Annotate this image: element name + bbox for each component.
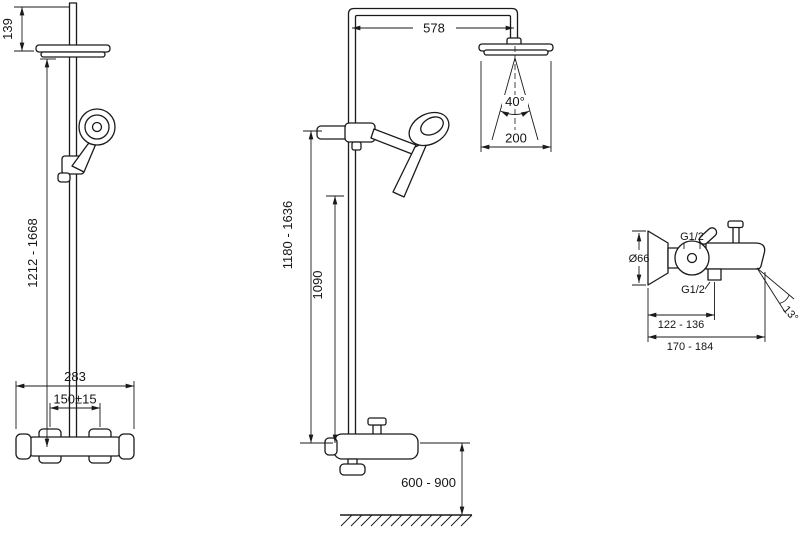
valve-knob-left <box>15 433 32 460</box>
dim-label-wall-depth-max: 170 - 184 <box>667 341 713 353</box>
dim-label-inlet-spacing: 150±15 <box>53 392 96 407</box>
valve-body-side <box>333 433 419 460</box>
dim-riser-length: 1090 <box>310 195 344 443</box>
riser-and-arm-pipe-side <box>347 7 519 444</box>
dim-label-head-offset: 139 <box>0 18 15 40</box>
spout-body <box>705 242 766 270</box>
bottom-outlet <box>707 268 722 281</box>
overhead-shower-side <box>478 37 554 56</box>
hand-shower-side <box>316 111 450 198</box>
valve-body-front <box>27 436 123 457</box>
dim-label-riser-length: 1090 <box>310 271 325 300</box>
pull-diverter-stem <box>732 226 740 246</box>
dim-thread-bottom: G1/2 <box>681 281 711 296</box>
dim-label-overall-height: 1212 - 1668 <box>25 218 40 287</box>
valve-detail-view: Ø66 G1/2 G1/2 122 - 136 170 - 184 13° <box>629 220 800 353</box>
valve-knob-right <box>118 433 135 460</box>
thermostatic-valve-side <box>324 417 419 476</box>
diverter-cap-side <box>367 417 387 426</box>
floor-line <box>340 514 473 527</box>
dim-head-diameter: 200 <box>480 61 552 152</box>
overhead-shower-front <box>35 44 111 58</box>
dim-flange-diameter: Ø66 <box>629 230 650 286</box>
dim-label-head-diameter: 200 <box>505 131 527 146</box>
dim-inlet-spacing: 150±15 <box>49 392 101 427</box>
slider-knob-front <box>57 172 71 183</box>
handle-knob-side <box>339 463 366 476</box>
spray-cone: 40° <box>491 46 539 141</box>
dim-label-thread-top: G1/2 <box>680 231 704 243</box>
slider-bracket-side <box>344 122 376 143</box>
dim-wall-depth-max: 170 - 184 <box>647 272 766 353</box>
dim-valve-width: 283 <box>15 369 135 429</box>
dim-arm-reach: 578 <box>352 21 514 36</box>
front-view: 139 1212 - 1668 283 150±15 <box>0 2 135 464</box>
dim-wall-depth-min: 122 - 136 <box>647 282 715 331</box>
dim-head-offset: 139 <box>0 6 69 52</box>
dim-label-spout-angle: 13° <box>780 304 800 324</box>
slider-knob-side <box>351 141 362 151</box>
dim-label-valve-floor-height: 600 - 900 <box>401 475 456 490</box>
dim-label-arm-reach: 578 <box>423 21 445 36</box>
floor-hatching <box>340 514 473 527</box>
side-view: 40° 578 200 <box>280 7 554 527</box>
dim-label-flange-diameter: Ø66 <box>629 253 650 265</box>
pull-diverter-cap <box>727 220 744 229</box>
dim-spout-angle: 13° <box>756 267 800 324</box>
dim-label-spray-angle: 40° <box>505 94 525 109</box>
dim-riser-height-range: 1180 - 1636 <box>280 130 333 444</box>
hand-shower-front <box>57 108 116 183</box>
dim-valve-floor-height: 600 - 900 <box>401 442 470 515</box>
dim-label-thread-bottom: G1/2 <box>681 284 705 296</box>
wall-flange <box>647 230 669 286</box>
dim-label-valve-width: 283 <box>64 369 86 384</box>
dim-thread-top: G1/2 <box>680 231 704 249</box>
dim-label-wall-depth-min: 122 - 136 <box>658 319 704 331</box>
dim-label-riser-height-range: 1180 - 1636 <box>280 201 295 269</box>
thermostatic-valve-front <box>15 428 135 464</box>
dim-overall-height: 1212 - 1668 <box>25 58 56 447</box>
